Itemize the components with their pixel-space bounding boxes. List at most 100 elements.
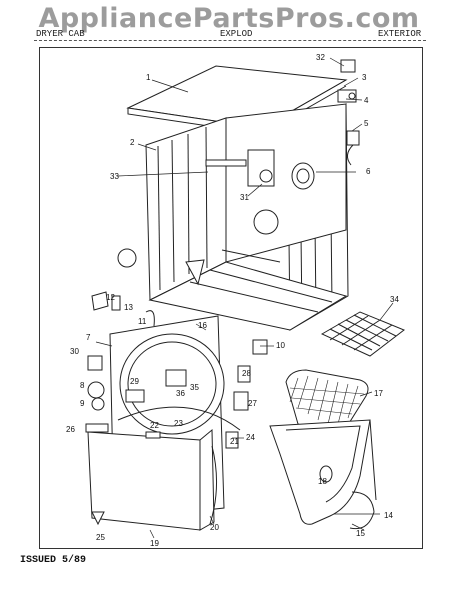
callout-3: 3: [362, 73, 367, 82]
part-12-13-grommet: [117, 248, 137, 268]
callout-10: 10: [276, 341, 285, 350]
part-8-ring: [87, 381, 105, 399]
callout-16: 16: [198, 321, 207, 330]
part-26-handle: [85, 423, 109, 433]
door-assembly: [85, 423, 239, 531]
callout-23: 23: [174, 419, 183, 428]
callout-12: 12: [106, 293, 115, 302]
part-25-foot: [91, 511, 105, 526]
part-28-switch: [237, 365, 251, 383]
header-rule: [34, 40, 426, 41]
part-6-cup: [91, 291, 109, 311]
diagram-frame: [39, 47, 423, 549]
lint-housing-edge: [369, 419, 377, 501]
cabinet-left-rib: [157, 145, 161, 291]
callout-4: 4: [364, 96, 369, 105]
cabinet-corner-bracket: [185, 259, 205, 286]
door-edge: [199, 428, 215, 531]
part-34-door-seal-mesh: [320, 311, 405, 357]
callout-17: 17: [374, 389, 383, 398]
part-14-lint-housing: [269, 419, 377, 530]
callout-8: 8: [80, 381, 85, 390]
header-left-text: DRYER CAB: [36, 29, 85, 39]
part-18-screw: [319, 465, 333, 483]
cabinet-left-rib: [205, 126, 208, 269]
mesh-line: [341, 319, 381, 346]
cabinet-base-crossbar: [221, 249, 281, 263]
callout-21: 21: [230, 437, 239, 446]
callout-31: 31: [240, 193, 249, 202]
cabinet-left-rib: [171, 139, 175, 283]
callout-11: 11: [138, 317, 147, 326]
issued-date-text: ISSUED 5/89: [20, 555, 87, 566]
cabinet-left-rib: [187, 133, 190, 275]
part-22-hinge-slot: [145, 431, 161, 439]
part-4-screw: [348, 92, 356, 100]
callout-15: 15: [356, 529, 365, 538]
part-29-bracket: [125, 389, 145, 403]
part-35-hinge: [165, 369, 187, 387]
header-mid-text: EXPLOD: [220, 29, 253, 39]
cabinet-back-opening: [253, 209, 279, 235]
lint-filter-mesh: [289, 375, 365, 425]
callout-18: 18: [318, 477, 327, 486]
callout-13: 13: [124, 303, 133, 312]
callout-36: 36: [176, 389, 185, 398]
callout-29: 29: [130, 377, 139, 386]
part-31-plug: [259, 169, 273, 183]
header-right-text: EXTERIOR: [378, 29, 422, 39]
part-10-knob-plate: [252, 339, 268, 355]
callout-26: 26: [66, 425, 75, 434]
exhaust-duct-ring-inner: [296, 168, 310, 184]
exhaust-duct-ring: [291, 162, 315, 190]
callout-2: 2: [130, 138, 135, 147]
part-21-hinge: [225, 431, 239, 449]
cabinet-assembly: [126, 65, 349, 331]
part-32-clip: [340, 59, 356, 73]
part-12-stud: [111, 295, 121, 311]
callout-14: 14: [384, 511, 393, 520]
mesh-line: [345, 319, 389, 342]
part-5-wire: [347, 144, 354, 166]
cabinet-base-crossbar: [189, 281, 319, 313]
callout-34: 34: [390, 295, 399, 304]
part-4-terminal-block: [337, 89, 357, 103]
cabinet-back-panel: [225, 103, 347, 263]
mesh-line: [353, 324, 393, 351]
mesh-line: [353, 314, 397, 337]
callout-28: 28: [242, 369, 251, 378]
callout-9: 9: [80, 399, 85, 408]
part-20-gasket: [209, 445, 218, 525]
lint-housing-outlet: [349, 491, 375, 530]
callout-30: 30: [70, 347, 79, 356]
part-5-switch: [346, 130, 360, 146]
callout-19: 19: [150, 539, 159, 548]
part-11-hook: [145, 310, 155, 327]
callout-22: 22: [150, 421, 159, 430]
callout-27: 27: [248, 399, 257, 408]
callout-6: 6: [366, 167, 371, 176]
callout-24: 24: [246, 433, 255, 442]
mesh-line: [329, 315, 369, 341]
callout-5: 5: [364, 119, 369, 128]
mesh-outline: [320, 311, 405, 357]
callout-7: 7: [86, 333, 91, 342]
part-24-arc: [117, 406, 241, 431]
callout-numbers: 1 2 3 4 5 6 7 8 9 10 11 12 13 14 15 16 1…: [66, 53, 399, 548]
watermark: AppliancePartsPros.com: [38, 3, 420, 34]
front-panel-opening-rim: [127, 341, 217, 427]
part-17-lint-filter: [285, 369, 369, 435]
callout-33: 33: [110, 172, 119, 181]
lint-housing-inner: [285, 425, 361, 503]
callout-35: 35: [190, 383, 199, 392]
callout-32: 32: [316, 53, 325, 62]
callout-20: 20: [210, 523, 219, 532]
part-19-door-panel: [87, 431, 201, 531]
part-9-ring: [91, 397, 105, 411]
part-30-latch: [87, 355, 103, 371]
cabinet-base-crossbar: [209, 269, 333, 303]
front-bracket: [205, 159, 247, 167]
leader-lines: [95, 57, 394, 539]
callout-25: 25: [96, 533, 105, 542]
